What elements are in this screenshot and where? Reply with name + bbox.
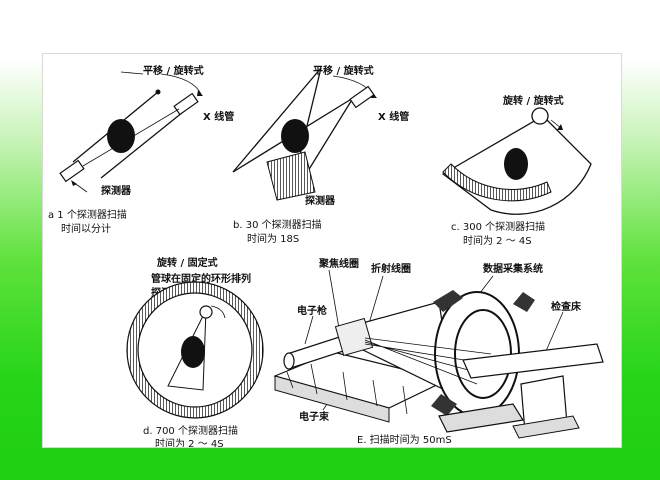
x-ray-tube-b	[349, 85, 375, 109]
tube-label-a: X 线管	[203, 110, 234, 123]
caption-c-1: c. 300 个探测器扫描	[451, 220, 545, 233]
x-ray-tube-c	[531, 107, 549, 125]
panel-c: 旋转 / 旋转式 c. 300 个探测器扫描 时间为 2 ～ 4S	[441, 94, 592, 247]
panel-e: 聚焦线圈 折射线圈 数据采集系统 电子枪 检查床 电子束 E. 扫描时间为 50…	[273, 257, 604, 446]
detector-arc-c	[442, 163, 552, 202]
label-electron-gun: 电子枪	[297, 304, 327, 317]
patient-head-a	[107, 119, 135, 153]
panel-c-title: 旋转 / 旋转式	[502, 94, 564, 107]
exam-table	[462, 343, 604, 379]
panel-b-title: 平移 / 旋转式	[313, 64, 374, 77]
caption-c-2: 时间为 2 ～ 4S	[463, 234, 532, 247]
label-focus-coil: 聚焦线圈	[318, 257, 359, 270]
label-table: 检查床	[551, 300, 582, 313]
panel-d-title: 旋转 / 固定式	[156, 256, 218, 269]
panel-d-desc-1: 管球在固定的环形排列	[151, 272, 251, 285]
panel-a: 平移 / 旋转式 X 线管 探测器 a 1 个探测器扫描 时间以分计	[48, 64, 234, 235]
caption-d-1: d. 700 个探测器扫描	[143, 424, 238, 437]
ct-generations-diagram: 平移 / 旋转式 X 线管 探测器 a 1 个探测器扫描 时间以分计 平移 / …	[48, 64, 604, 447]
caption-a-2: 时间以分计	[61, 222, 111, 235]
patient-head-d	[181, 336, 205, 368]
panel-d: 旋转 / 固定式 管球在固定的环形排列 探测器内方旋转 d. 700 个探测器扫…	[126, 256, 264, 447]
scan-frame-right	[100, 107, 189, 179]
caption-b-2: 时间为 18S	[247, 232, 299, 245]
focus-coil	[334, 317, 374, 357]
panel-a-arrow	[120, 71, 202, 95]
label-electron-beam: 电子束	[299, 410, 330, 423]
caption-b-1: b. 30 个探测器扫描	[233, 218, 322, 231]
figure-panel: 平移 / 旋转式 X 线管 探测器 a 1 个探测器扫描 时间以分计 平移 / …	[42, 53, 622, 448]
panel-a-title: 平移 / 旋转式	[143, 64, 204, 77]
label-deflection-coil: 折射线圈	[371, 262, 411, 275]
caption-d-2: 时间为 2 ～ 4S	[155, 437, 224, 447]
x-ray-tube-a	[173, 92, 199, 116]
fan-left	[232, 67, 322, 173]
x-ray-tube-d	[199, 305, 213, 319]
patient-head-b	[281, 119, 309, 153]
caption-e: E. 扫描时间为 50mS	[357, 433, 452, 446]
detector-array-b	[266, 151, 316, 201]
detector-label-a: 探测器	[101, 184, 132, 197]
tube-label-b: X 线管	[378, 110, 409, 123]
panel-b: 平移 / 旋转式 X 线管 探测器 b. 30 个探测器扫描 时间为 18S	[232, 64, 409, 245]
label-data-system: 数据采集系统	[483, 262, 543, 275]
detector-label-b: 探测器	[305, 194, 336, 207]
patient-head-c	[504, 148, 528, 180]
caption-a-1: a 1 个探测器扫描	[48, 208, 127, 221]
detector-a	[59, 159, 85, 183]
